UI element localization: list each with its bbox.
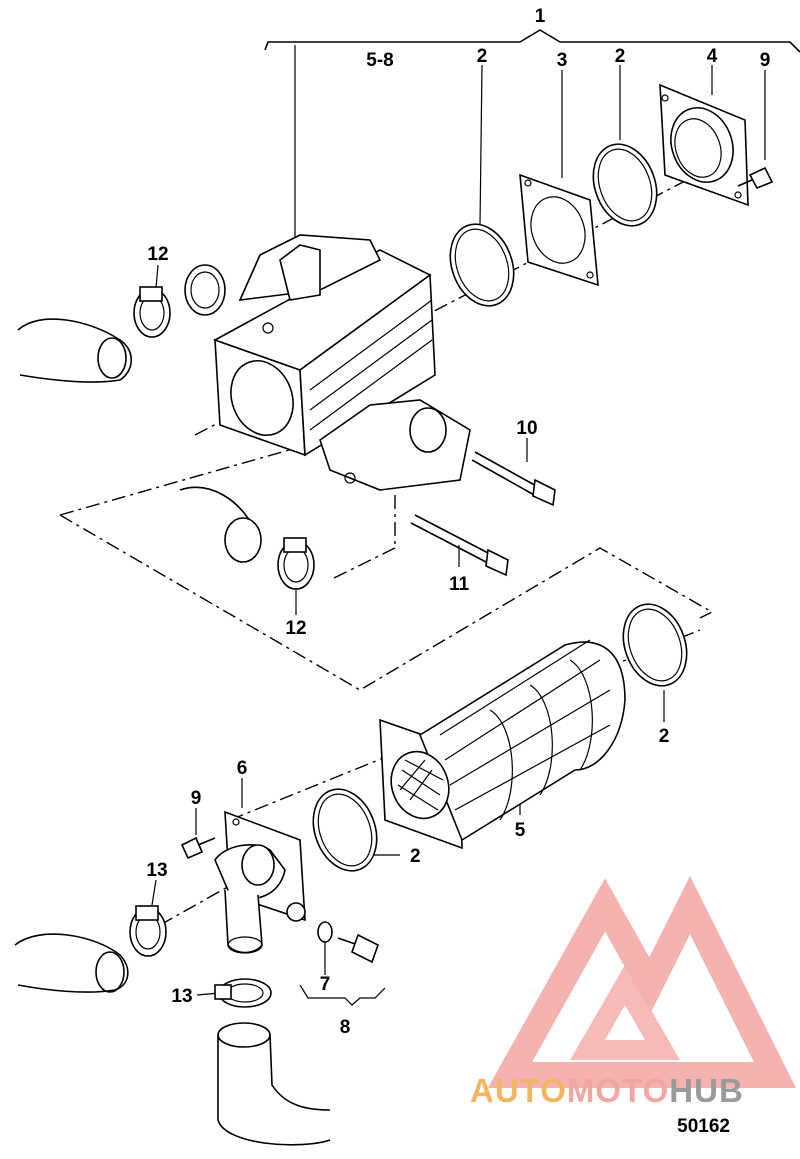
tube-bundle-5 [379,639,626,850]
hose-middle [179,486,262,563]
callout-9b: 9 [191,788,202,809]
hose-clamp-12b [277,537,315,590]
callout-4: 4 [707,46,718,67]
hose-lower-left [14,933,129,993]
callout-2a: 2 [477,46,488,67]
watermark-wordmark: AUTOMOTOHUB [470,1072,744,1109]
callout-2c: 2 [659,726,670,747]
callout-5-8: 5-8 [366,50,393,71]
callout-11: 11 [449,574,470,595]
gasket-2c [622,603,688,687]
gasket-2b [592,143,658,227]
end-cap-6 [214,810,306,954]
callout-7: 7 [320,974,331,995]
drain-plug [337,933,379,964]
hose-clamp-13b [214,978,272,1008]
callout-labels: 1 5-8 2 3 2 4 9 12 10 11 12 2 6 9 5 2 13… [146,6,770,1038]
hose-upper-left [17,318,133,383]
watermark-part-moto: MOTO [567,1072,669,1109]
callout-3: 3 [557,50,568,71]
watermark-part-hub: HUB [669,1072,744,1109]
hose-clamp-13a [129,905,167,957]
callout-8: 8 [340,1017,351,1038]
callout-10: 10 [516,418,537,439]
callout-6: 6 [237,758,248,779]
plate-3 [519,173,599,287]
end-cap-4 [659,83,749,207]
callout-13b: 13 [171,986,192,1007]
leader-lines [151,45,766,1006]
callout-9a: 9 [760,50,771,71]
heat-exchanger-housing [184,234,471,491]
watermark-logo-icon [487,875,797,1088]
callout-12a: 12 [147,244,168,265]
gasket-2a [449,223,515,307]
callout-13a: 13 [146,860,167,881]
screw-9b [180,836,216,860]
callout-1: 1 [535,6,546,27]
bolt-11 [410,514,509,577]
watermark-part-auto: AUTO [470,1072,567,1109]
hose-bottom [217,1022,331,1146]
gasket-2d [312,788,378,872]
callout-2d: 2 [410,846,421,867]
callout-5: 5 [515,820,526,841]
hose-clamp-12a [133,286,171,338]
screw-9a [737,166,774,190]
washer-7 [317,921,333,943]
callout-12b: 12 [285,618,306,639]
bolt-10 [471,451,556,507]
drawing-number: 50162 [677,1116,730,1137]
bracket-assembly-1 [264,29,800,53]
callout-2b: 2 [615,46,626,67]
